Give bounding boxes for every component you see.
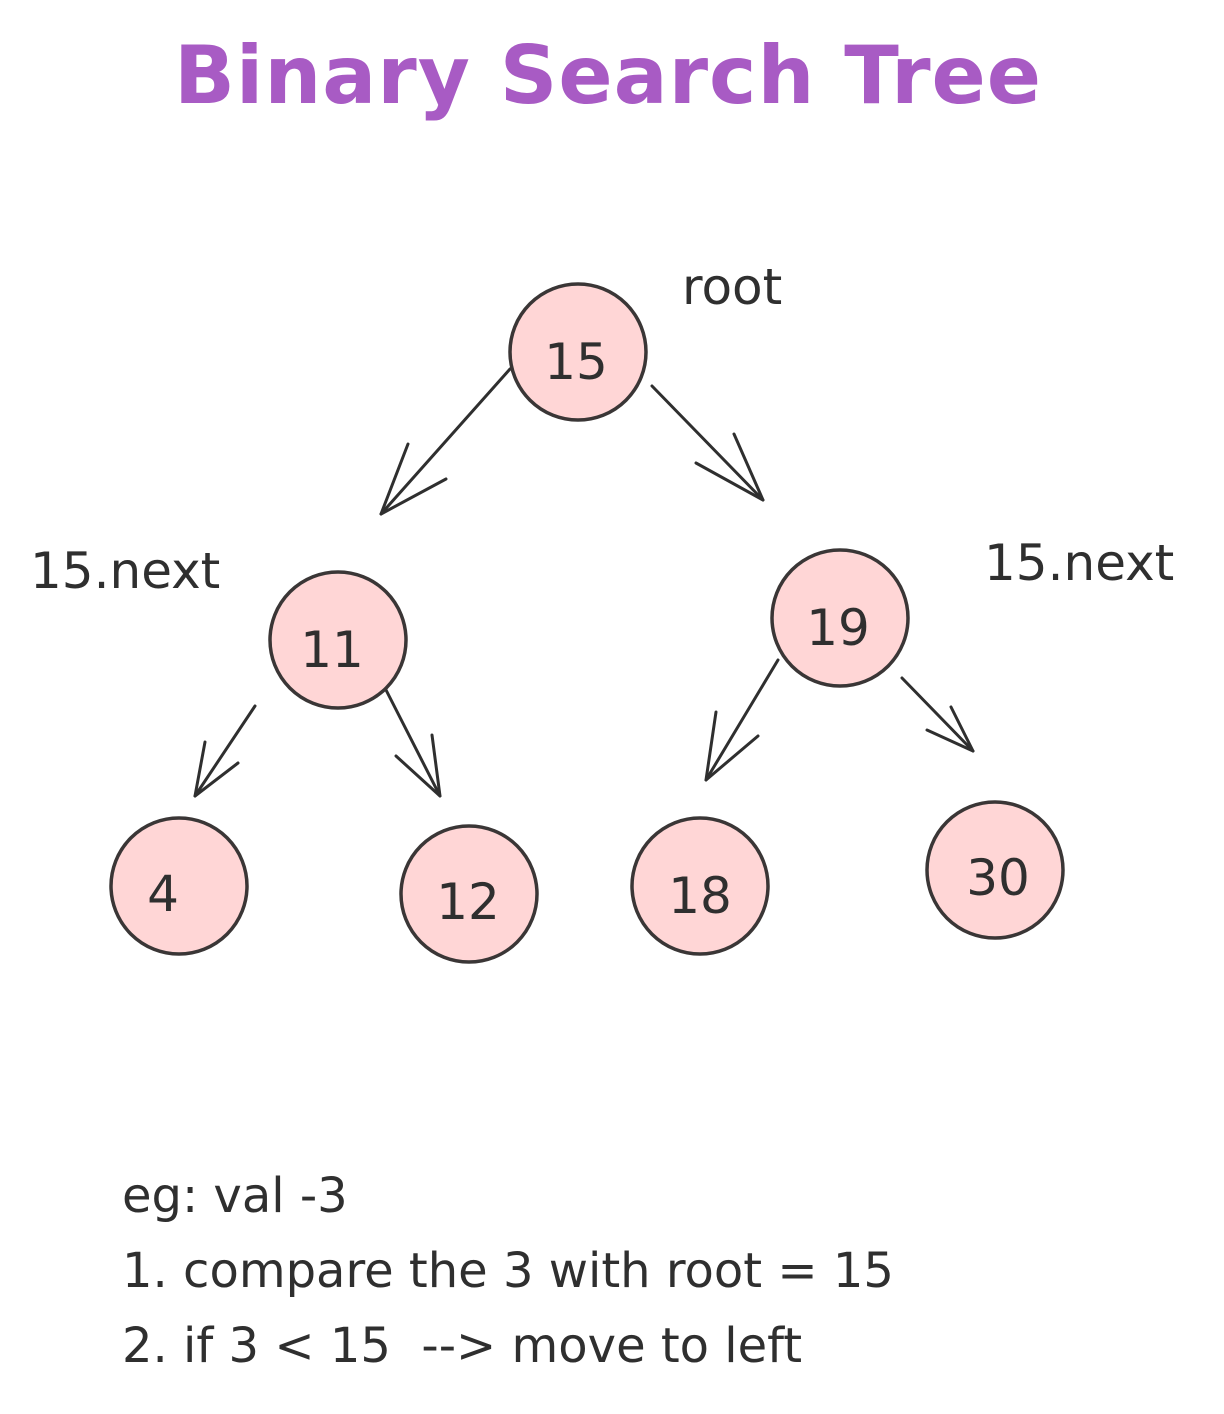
note-line-1: eg: val -3 [122, 1168, 348, 1224]
node-circle [399, 824, 539, 964]
node-circle [770, 548, 910, 688]
edge-15-19 [650, 384, 765, 502]
node-circle [508, 282, 648, 422]
node-11: 11 [268, 570, 408, 710]
node-4: 4 [109, 816, 249, 956]
edge-19-18 [704, 658, 780, 782]
node-value: 11 [300, 621, 364, 679]
edge-11-4 [193, 704, 257, 798]
node-value: 18 [668, 867, 732, 925]
edge-15-11 [379, 367, 512, 516]
node-value: 12 [436, 873, 500, 931]
note-line-3: 2. if 3 < 15 --> move to left [122, 1318, 802, 1374]
node-15: 15 [508, 282, 648, 422]
node-30: 30 [925, 800, 1065, 940]
note-line-2: 1. compare the 3 with root = 15 [122, 1243, 894, 1299]
node-19: 19 [770, 548, 910, 688]
node-value: 30 [966, 849, 1030, 907]
left-next-label: 15.next [30, 542, 220, 600]
node-value: 19 [806, 599, 870, 657]
node-circle [630, 816, 770, 956]
edge-11-12 [382, 684, 442, 798]
edges [193, 367, 975, 798]
node-18: 18 [630, 816, 770, 956]
node-12: 12 [399, 824, 539, 964]
node-circle [925, 800, 1065, 940]
node-value: 15 [544, 333, 608, 391]
diagram-title: Binary Search Tree [174, 29, 1042, 122]
node-value: 4 [147, 865, 179, 923]
root-label: root [682, 258, 782, 316]
node-circle [109, 816, 249, 956]
edge-19-30 [900, 676, 975, 753]
right-next-label: 15.next [984, 534, 1174, 592]
node-circle [268, 570, 408, 710]
